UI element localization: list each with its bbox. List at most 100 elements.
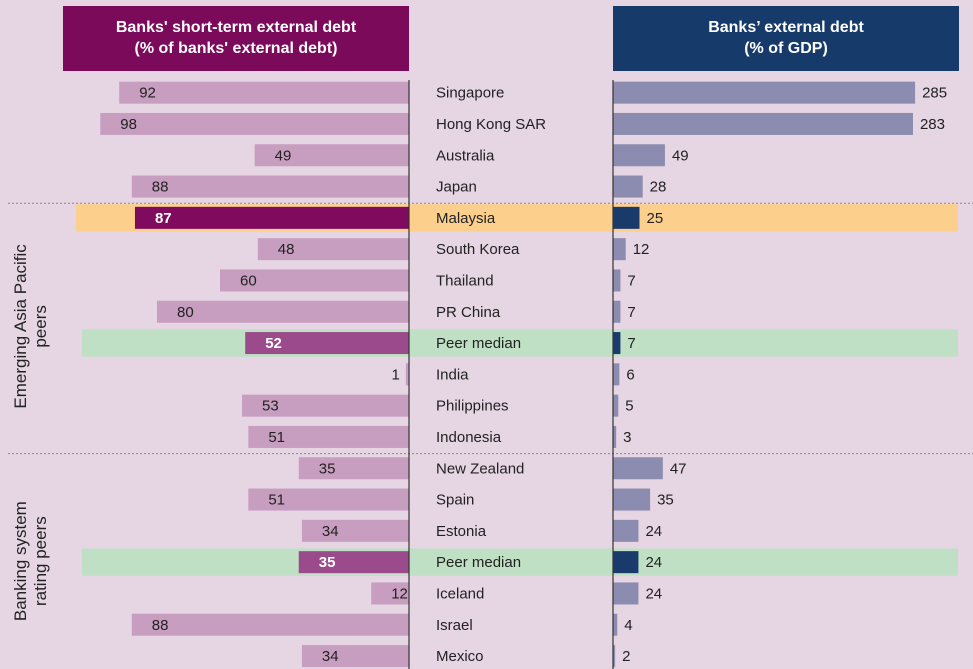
left-bar xyxy=(254,144,409,167)
group-label-line: Banking system xyxy=(11,501,30,621)
left-value-label: 60 xyxy=(240,272,257,289)
left-bar xyxy=(100,112,410,135)
right-header-box xyxy=(613,6,959,71)
category-label: Japan xyxy=(436,179,477,196)
right-bar xyxy=(613,175,643,198)
category-label: Peer median xyxy=(436,335,521,352)
category-label: Singapore xyxy=(436,85,504,102)
category-label: Peer median xyxy=(436,554,521,571)
right-value-label: 7 xyxy=(627,335,635,352)
category-label: Malaysia xyxy=(436,210,496,227)
median-band xyxy=(82,548,958,576)
left-bar xyxy=(405,363,409,386)
category-label: India xyxy=(436,366,469,383)
right-value-label: 5 xyxy=(625,398,633,415)
right-value-label: 283 xyxy=(920,116,945,133)
category-label: Mexico xyxy=(436,648,484,665)
category-label: Estonia xyxy=(436,523,487,540)
right-value-label: 24 xyxy=(645,554,662,571)
right-bar xyxy=(613,300,621,323)
left-value-label: 34 xyxy=(322,648,339,665)
left-value-label: 53 xyxy=(262,398,279,415)
right-value-label: 7 xyxy=(627,272,635,289)
right-bar xyxy=(613,582,639,605)
left-value-label: 98 xyxy=(120,116,137,133)
right-value-label: 3 xyxy=(623,429,631,446)
left-bar xyxy=(242,394,409,417)
right-bar xyxy=(613,206,640,229)
right-bar xyxy=(613,81,916,104)
left-value-label: 12 xyxy=(391,585,408,602)
left-bar xyxy=(298,551,409,574)
right-value-label: 24 xyxy=(645,523,662,540)
right-value-label: 49 xyxy=(672,147,689,164)
left-bar xyxy=(245,332,409,355)
median-band xyxy=(82,329,958,357)
category-label: South Korea xyxy=(436,241,520,258)
right-bar xyxy=(613,394,619,417)
left-value-label: 35 xyxy=(319,554,336,571)
left-bar xyxy=(157,300,409,323)
category-label: Iceland xyxy=(436,585,484,602)
right-bar xyxy=(613,519,639,542)
left-value-label: 48 xyxy=(278,241,295,258)
group-label-line: rating peers xyxy=(31,516,50,606)
category-label: Thailand xyxy=(436,272,494,289)
category-label: Israel xyxy=(436,617,473,634)
right-bar xyxy=(613,488,651,511)
left-bar xyxy=(131,175,410,198)
left-bar xyxy=(301,519,409,542)
left-value-label: 88 xyxy=(152,617,169,634)
left-value-label: 80 xyxy=(177,304,194,321)
right-value-label: 24 xyxy=(645,585,662,602)
right-value-label: 7 xyxy=(627,304,635,321)
left-header-line: (% of banks' external debt) xyxy=(135,40,338,57)
group-label-line: peers xyxy=(31,305,50,348)
right-value-label: 6 xyxy=(626,366,634,383)
left-value-label: 1 xyxy=(392,366,400,383)
right-bar xyxy=(613,269,621,292)
right-value-label: 4 xyxy=(624,617,632,634)
right-bar xyxy=(613,238,626,261)
right-value-label: 25 xyxy=(647,210,664,227)
category-label: Philippines xyxy=(436,398,509,415)
left-value-label: 51 xyxy=(268,429,285,446)
left-value-label: 87 xyxy=(155,210,172,227)
right-header-line: Banks’ external debt xyxy=(708,19,864,36)
right-bar xyxy=(613,613,618,636)
category-label: Hong Kong SAR xyxy=(436,116,546,133)
right-bar xyxy=(613,112,913,135)
right-value-label: 2 xyxy=(622,648,630,665)
left-header-box xyxy=(63,6,409,71)
right-value-label: 12 xyxy=(633,241,650,258)
category-label: Australia xyxy=(436,147,495,164)
right-value-label: 35 xyxy=(657,492,674,509)
left-bar xyxy=(248,488,409,511)
left-bar xyxy=(257,238,409,261)
left-value-label: 88 xyxy=(152,179,169,196)
left-value-label: 35 xyxy=(319,460,336,477)
left-bar xyxy=(371,582,409,605)
right-value-label: 47 xyxy=(670,460,687,477)
right-bar xyxy=(613,144,665,167)
right-bar xyxy=(613,457,663,480)
right-bar xyxy=(613,551,639,574)
left-bar xyxy=(248,425,409,448)
left-bar xyxy=(298,457,409,480)
group-label-line: Emerging Asia Pacific xyxy=(11,244,30,409)
right-value-label: 28 xyxy=(650,179,667,196)
category-label: Indonesia xyxy=(436,429,502,446)
left-bar xyxy=(119,81,409,104)
right-bar xyxy=(613,645,616,668)
right-bar xyxy=(613,425,617,448)
right-bar xyxy=(613,332,621,355)
left-header-line: Banks' short-term external debt xyxy=(116,19,357,36)
left-value-label: 34 xyxy=(322,523,339,540)
left-bar xyxy=(131,613,410,636)
left-value-label: 49 xyxy=(275,147,292,164)
left-value-label: 92 xyxy=(139,85,156,102)
left-bar xyxy=(134,206,409,229)
right-bar xyxy=(613,363,620,386)
category-label: Spain xyxy=(436,492,474,509)
